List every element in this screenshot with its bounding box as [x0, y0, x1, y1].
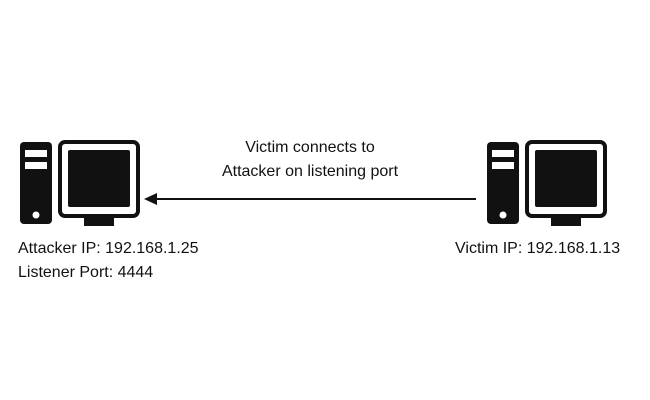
- victim-monitor-stand: [551, 218, 581, 226]
- arrow-caption-line-2: Attacker on listening port: [221, 163, 399, 180]
- victim-power-button: [499, 211, 507, 219]
- attacker-ip-label: Attacker IP: 192.168.1.25: [18, 240, 199, 257]
- victim-computer-icon: [485, 140, 607, 230]
- attacker-computer-svg: [20, 140, 140, 226]
- attacker-monitor-stand: [84, 218, 114, 226]
- attacker-port-label: Listener Port: 4444: [18, 264, 154, 281]
- victim-monitor-screen: [535, 150, 597, 207]
- victim-drive-bay-2: [492, 162, 514, 169]
- attacker-monitor-screen: [68, 150, 130, 207]
- attacker-drive-bay-2: [25, 162, 47, 169]
- arrow-caption-line-1: Victim connects to: [245, 139, 375, 156]
- victim-drive-bay-1: [492, 150, 514, 157]
- victim-computer-svg: [487, 140, 607, 226]
- attacker-drive-bay-1: [25, 150, 47, 157]
- attacker-power-button: [32, 211, 40, 219]
- victim-ip-label: Victim IP: 192.168.1.13: [455, 240, 621, 257]
- attacker-computer-icon: [18, 140, 140, 230]
- arrow-head-icon: [144, 193, 157, 205]
- connection-arrow: [144, 193, 476, 205]
